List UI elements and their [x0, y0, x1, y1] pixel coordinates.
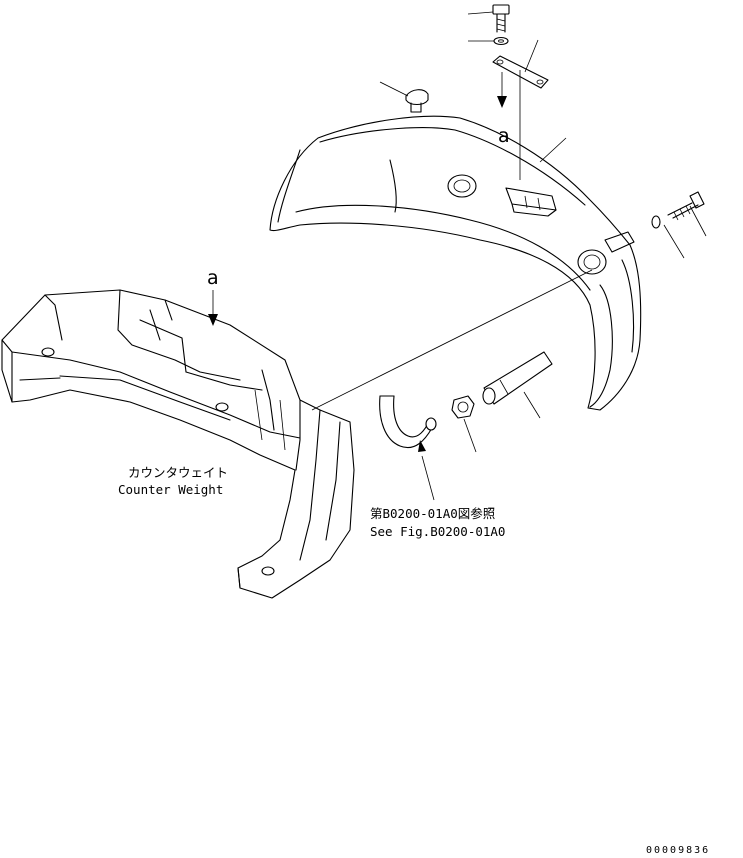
reference-label-jp: 第B0200-01A0図参照: [370, 506, 495, 521]
arrow-a-left: [208, 290, 218, 326]
pipe-part: [482, 351, 553, 405]
leader-lines: [311, 11, 707, 501]
hose-part: [379, 395, 437, 448]
bolt-top: [492, 4, 510, 33]
drawing-code: 00009836: [646, 845, 710, 856]
clamp-part: [451, 395, 475, 419]
cover-part: [269, 115, 642, 411]
plug-part: [405, 89, 429, 113]
view-mark-left: a: [207, 267, 219, 289]
counterweight-part: [1, 289, 355, 599]
arrow-a-top: [497, 72, 507, 108]
counterweight-label-en: Counter Weight: [118, 482, 223, 497]
washer-top: [493, 36, 509, 46]
reference-label-en: See Fig.B0200-01A0: [370, 524, 505, 539]
washer-right: [651, 215, 661, 229]
counterweight-label-jp: カウンタウェイト: [128, 465, 228, 480]
bolt-right: [667, 191, 705, 221]
plate-top: [492, 55, 549, 89]
arrow-ref: [418, 440, 426, 452]
view-mark-top: a: [498, 125, 510, 147]
